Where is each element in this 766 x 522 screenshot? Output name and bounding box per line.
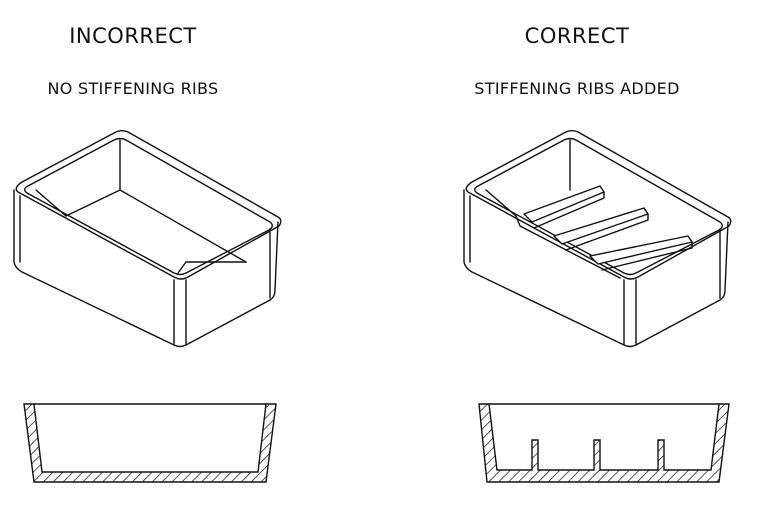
correct-heading: CORRECT	[525, 24, 630, 48]
incorrect-heading: INCORRECT	[69, 24, 197, 48]
section-without-ribs	[23, 403, 277, 483]
box-without-ribs-isometric	[13, 130, 282, 348]
section-with-ribs	[478, 403, 730, 483]
correct-caption: STIFFENING RIBS ADDED	[474, 79, 679, 98]
incorrect-caption: NO STIFFENING RIBS	[47, 79, 218, 98]
box-with-ribs-isometric	[463, 130, 732, 348]
